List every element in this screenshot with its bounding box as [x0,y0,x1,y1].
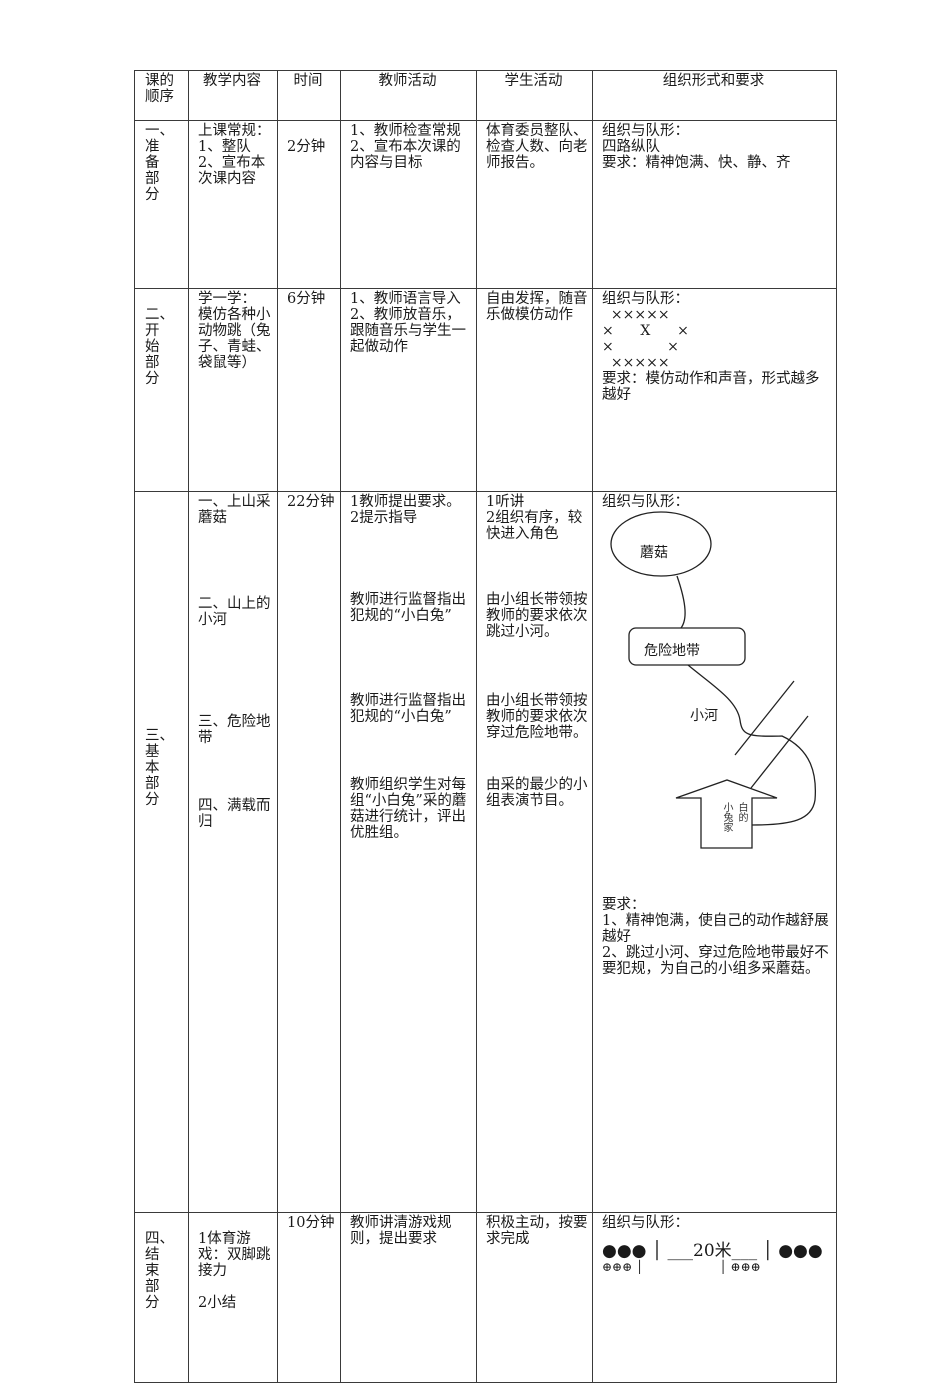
content-text: 学一学： 模仿各种小动物跳（兔子、青蛙、袋鼠等） [198,291,271,371]
formation-line: × X × [602,323,689,339]
lesson-plan-table: 课的顺序 教学内容 时间 教师活动 学生活动 组织形式和要求 一、 准 备 部 … [134,70,837,1383]
student-text: 体育委员整队、检查人数、向老师报告。 [486,123,588,171]
teacher-item: 教师进行监督指出犯规的“小白兔” [350,693,466,725]
header-content: 教学内容 [188,70,278,121]
organization-title: 组织与队形： [602,1215,689,1231]
table-row-main: 三、 基 本 部 分 一、上山采蘑菇 二、山上的小河 三、危险地带 四、满载而归… [134,491,837,1213]
student-text: 积极主动，按要求完成 [486,1215,588,1247]
danger-zone-box [628,627,746,666]
student-cell: 1听讲 2组织有序，较快进入角色 由小组长带领按教师的要求依次跳过小河。 由小组… [476,491,593,1213]
content-cell: 学一学： 模仿各种小动物跳（兔子、青蛙、袋鼠等） [188,288,278,492]
time-text: 22分钟 [287,494,335,510]
student-text: 自由发挥，随音乐做模仿动作 [486,291,588,323]
river-line [734,680,795,756]
student-item: 1听讲 2组织有序，较快进入角色 [486,494,583,542]
formation-line: × × [602,339,679,355]
mushroom-ellipse [610,511,712,577]
time-text: 6分钟 [287,291,326,307]
content-text: 上课常规： 1、整队 2、宣布本次课内容 [198,123,271,187]
header-student-text: 学生活动 [504,73,563,89]
time-cell: 6分钟 [277,288,341,492]
teacher-text: 1、教师语言导入 2、教师放音乐，跟随音乐与学生一起做动作 [350,291,466,355]
teacher-cell: 1、教师语言导入 2、教师放音乐，跟随音乐与学生一起做动作 [340,288,477,492]
teacher-cell: 1、教师检查常规 2、宣布本次课的内容与目标 [340,120,477,289]
student-cell: 体育委员整队、检查人数、向老师报告。 [476,120,593,289]
content-cell: 1体育游戏：双脚跳接力 2小结 [188,1212,278,1383]
order-text: 一、 准 备 部 分 [145,123,174,203]
organization-title: 组织与队形： [602,291,689,307]
path-line [676,575,686,629]
river-line [750,715,809,789]
river-label: 小河 [690,708,718,724]
river-curve [687,664,817,826]
table-row-start: 二、 开 始 部 分 学一学： 模仿各种小动物跳（兔子、青蛙、袋鼠等） 6分钟 … [134,288,837,492]
order-cell: 四、 结 束 部 分 [134,1212,189,1383]
student-cell: 积极主动，按要求完成 [476,1212,593,1383]
organization-requirement: 要求：模仿动作和声音，形式越多越好 [602,371,820,403]
organization-text: 组织与队形： 四路纵队 要求：精神饱满、快、静、齐 [602,123,791,171]
header-organization-text: 组织形式和要求 [662,73,765,89]
content-cell: 一、上山采蘑菇 二、山上的小河 三、危险地带 四、满载而归 [188,491,278,1213]
teacher-text: 1、教师检查常规 2、宣布本次课的内容与目标 [350,123,461,171]
lesson-plan-page: 课的顺序 教学内容 时间 教师活动 学生活动 组织形式和要求 一、 准 备 部 … [134,70,837,1383]
organization-cell: 组织与队形： 四路纵队 要求：精神饱满、快、静、齐 [592,120,837,289]
content-item: 一、上山采蘑菇 [198,494,271,526]
content-item: 二、山上的小河 [198,596,271,628]
order-text: 三、 基 本 部 分 [145,728,174,808]
time-text: 2分钟 [287,139,326,155]
teacher-item: 教师组织学生对每组“小白兔”采的蘑菇进行统计，评出优胜组。 [350,777,467,841]
relay-formation-top: ●●● │ ___20米___ │ ●●● [602,1241,823,1261]
teacher-cell: 1教师提出要求。 2提示指导 教师进行监督指出犯规的“小白兔” 教师进行监督指出… [340,491,477,1213]
formation-line: ××××× [602,307,670,323]
content-cell: 上课常规： 1、整队 2、宣布本次课内容 [188,120,278,289]
organization-cell: 组织与队形： 蘑菇 危险地带 [592,491,837,1213]
organization-title: 组织与队形： [602,494,689,510]
time-cell: 10分钟 [277,1212,341,1383]
header-order: 课的顺序 [134,70,189,121]
teacher-text: 教师讲清游戏规则，提出要求 [350,1215,452,1247]
student-cell: 自由发挥，随音乐做模仿动作 [476,288,593,492]
mushroom-label: 蘑菇 [640,545,668,561]
teacher-item: 1教师提出要求。 2提示指导 [350,494,461,526]
relay-formation-bottom: ⊕⊕⊕ │ │ ⊕⊕⊕ [602,1260,761,1274]
order-cell: 二、 开 始 部 分 [134,288,189,492]
header-row: 课的顺序 教学内容 时间 教师活动 学生活动 组织形式和要求 [134,70,837,121]
field-diagram: 蘑菇 危险地带 小河 白的 小兔家 [602,510,842,890]
rabbit-house-shape [675,779,778,849]
content-item: 三、危险地带 [198,714,271,746]
header-time: 时间 [277,70,341,121]
header-organization: 组织形式和要求 [592,70,837,121]
field-diagram-shapes [610,511,817,849]
time-cell: 2分钟 [277,120,341,289]
student-item: 由小组长带领按教师的要求依次跳过小河。 [486,592,588,640]
organization-cell: 组织与队形： ●●● │ ___20米___ │ ●●● ⊕⊕⊕ │ │ ⊕⊕⊕ [592,1212,837,1383]
table-row-preparation: 一、 准 备 部 分 上课常规： 1、整队 2、宣布本次课内容 2分钟 1、教师… [134,120,837,289]
table-row-end: 四、 结 束 部 分 1体育游戏：双脚跳接力 2小结 10分钟 教师讲清游戏规则… [134,1212,837,1383]
order-text: 四、 结 束 部 分 [145,1231,174,1311]
header-teacher: 教师活动 [340,70,477,121]
order-text: 二、 开 始 部 分 [145,307,174,387]
student-item: 由采的最少的小组表演节目。 [486,777,588,809]
content-text: 1体育游戏：双脚跳接力 2小结 [198,1231,271,1311]
content-item: 四、满载而归 [198,798,271,830]
formation-line: ××××× [602,355,670,371]
student-item: 由小组长带领按教师的要求依次穿过危险地带。 [486,693,588,741]
header-time-text: 时间 [293,73,323,89]
teacher-cell: 教师讲清游戏规则，提出要求 [340,1212,477,1383]
order-cell: 三、 基 本 部 分 [134,491,189,1213]
rabbit-house-label: 白的 [736,802,747,822]
teacher-item: 教师进行监督指出犯规的“小白兔” [350,592,466,624]
order-cell: 一、 准 备 部 分 [134,120,189,289]
time-cell: 22分钟 [277,491,341,1213]
header-content-text: 教学内容 [203,73,261,89]
time-text: 10分钟 [287,1215,335,1231]
header-teacher-text: 教师活动 [378,73,437,89]
header-student: 学生活动 [476,70,593,121]
organization-requirement: 要求： 1、精神饱满，使自己的动作越舒展越好 2、跳过小河、穿过危险地带最好不要… [602,897,829,977]
danger-zone-label: 危险地带 [644,643,700,659]
rabbit-house-label: 小兔家 [721,802,732,832]
header-order-text: 课的顺序 [145,73,174,105]
organization-cell: 组织与队形： ××××× × X × × × ××××× 要求：模仿动作和声音，… [592,288,837,492]
